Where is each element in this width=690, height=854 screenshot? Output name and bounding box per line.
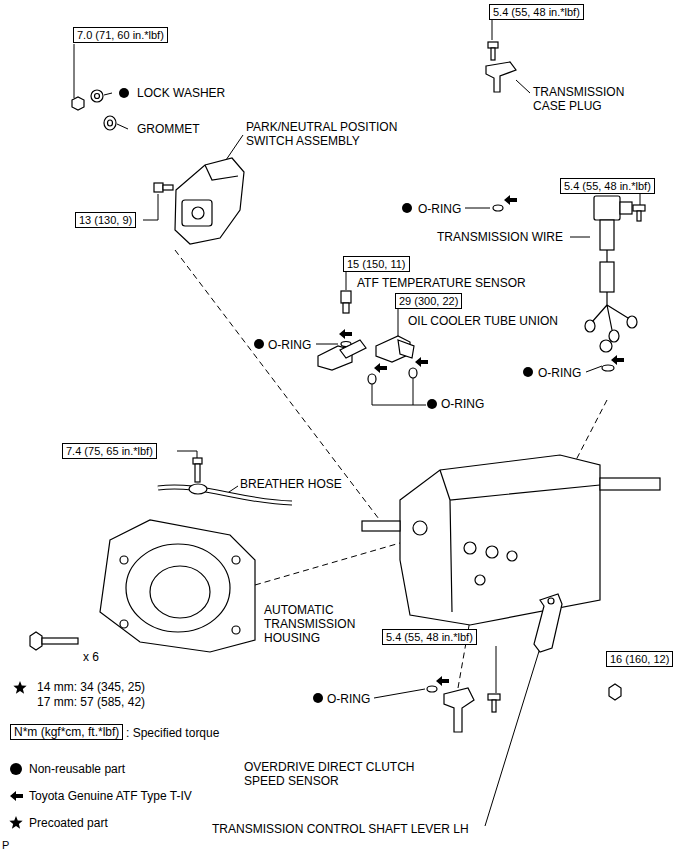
label-text: OVERDRIVE DIRECT CLUTCH SPEED SENSOR [244, 760, 414, 788]
label-text: O-RING [327, 692, 370, 706]
label-text: 14 mm: 34 (345, 25) [37, 680, 145, 694]
part-label: O-RING [418, 202, 461, 216]
label-text: O-RING [538, 366, 581, 380]
torque-box: 5.4 (55, 48 in.*lbf) [382, 629, 477, 645]
part-label: AUTOMATIC TRANSMISSION HOUSING [264, 603, 369, 645]
label-text: O-RING [268, 338, 311, 352]
torque-value: 5.4 (55, 48 in.*lbf) [564, 180, 651, 192]
part-label: PARK/NEUTRAL POSITION SWITCH ASSEMBLY [246, 120, 406, 148]
part-label: LOCK WASHER [137, 86, 225, 100]
part-label: OIL COOLER TUBE UNION [408, 314, 558, 328]
legend-entry: Non-reusable part [29, 762, 125, 776]
label-text: x 6 [83, 650, 99, 664]
legend-text: : Specified torque [126, 726, 219, 740]
label-text: 17 mm: 57 (585, 42) [37, 695, 145, 709]
torque-value: 13 (130, 9) [79, 214, 132, 226]
part-label: O-RING [268, 338, 311, 352]
part-label: BREATHER HOSE [240, 477, 342, 491]
leader-lines [74, 20, 640, 826]
torque-value: 29 (300, 22) [399, 295, 458, 307]
legend-text: Non-reusable part [29, 762, 125, 776]
part-label: ATF TEMPERATURE SENSOR [357, 276, 526, 290]
label-text: AUTOMATIC TRANSMISSION HOUSING [264, 603, 355, 645]
part-label: O-RING [538, 366, 581, 380]
part-label: GROMMET [137, 122, 200, 136]
parts [30, 42, 660, 732]
legend-entry: Precoated part [29, 816, 108, 830]
legend-entry: : Specified torque [126, 726, 219, 740]
torque-value: 5.4 (55, 48 in.*lbf) [493, 6, 580, 18]
label-text: TRANSMISSION CONTROL SHAFT LEVER LH [212, 822, 469, 836]
torque-box: 5.4 (55, 48 in.*lbf) [560, 178, 655, 194]
part-label: O-RING [441, 397, 484, 411]
part-label: x 6 [83, 650, 99, 664]
part-label: 14 mm: 34 (345, 25) [37, 680, 145, 694]
torque-box: 5.4 (55, 48 in.*lbf) [489, 4, 584, 20]
label-text: ATF TEMPERATURE SENSOR [357, 276, 526, 290]
part-label: O-RING [327, 692, 370, 706]
part-label: OVERDRIVE DIRECT CLUTCH SPEED SENSOR [244, 760, 434, 788]
legend-text: Precoated part [29, 816, 108, 830]
torque-box: N*m (kgf*cm, ft.*lbf) [10, 724, 123, 740]
label-text: P [2, 839, 9, 851]
torque-value: 7.4 (75, 65 in.*lbf) [66, 445, 153, 457]
part-label: TRANSMISSION WIRE [437, 230, 563, 244]
label-text: TRANSMISSION WIRE [437, 230, 563, 244]
torque-value: N*m (kgf*cm, ft.*lbf) [14, 725, 119, 739]
torque-value: 16 (160, 12) [610, 653, 669, 665]
symbols [9, 88, 624, 829]
figure-code: P [2, 838, 9, 852]
label-text: LOCK WASHER [137, 86, 225, 100]
torque-value: 5.4 (55, 48 in.*lbf) [386, 631, 473, 643]
part-label: 17 mm: 57 (585, 42) [37, 695, 145, 709]
label-text: O-RING [418, 202, 461, 216]
torque-box: 16 (160, 12) [606, 651, 673, 667]
torque-box: 29 (300, 22) [395, 293, 462, 309]
label-text: OIL COOLER TUBE UNION [408, 314, 558, 328]
label-text: BREATHER HOSE [240, 477, 342, 491]
torque-box: 15 (150, 11) [343, 256, 410, 272]
label-text: O-RING [441, 397, 484, 411]
legend-entry: Toyota Genuine ATF Type T-IV [29, 789, 192, 803]
torque-box: 7.0 (71, 60 in.*lbf) [73, 27, 168, 43]
label-text: GROMMET [137, 122, 200, 136]
torque-box: 7.4 (75, 65 in.*lbf) [62, 443, 157, 459]
label-text: PARK/NEUTRAL POSITION SWITCH ASSEMBLY [246, 120, 397, 148]
legend-text: Toyota Genuine ATF Type T-IV [29, 789, 192, 803]
torque-box: 13 (130, 9) [75, 212, 136, 228]
part-label: TRANSMISSION CASE PLUG [533, 85, 638, 113]
torque-value: 7.0 (71, 60 in.*lbf) [77, 29, 164, 41]
torque-value: 15 (150, 11) [347, 258, 406, 270]
label-text: TRANSMISSION CASE PLUG [533, 85, 624, 113]
part-label: TRANSMISSION CONTROL SHAFT LEVER LH [212, 822, 469, 836]
